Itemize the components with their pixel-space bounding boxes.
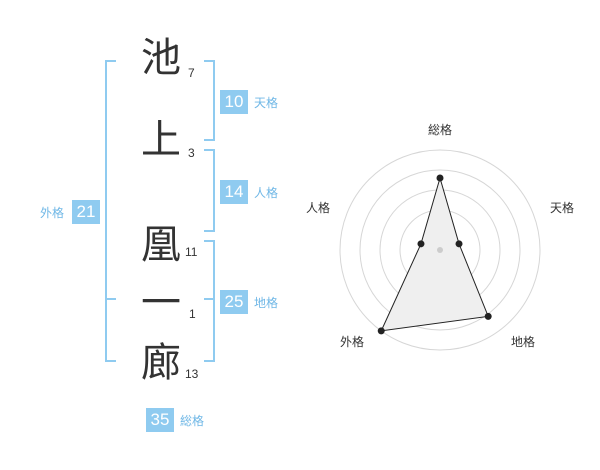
radar-label-soukaku: 総格	[428, 122, 452, 137]
radar-point-2	[455, 240, 463, 248]
chikaku-divider-right	[204, 298, 215, 300]
gaikaku-divider-left	[105, 298, 116, 300]
gaikaku-value-badge: 21	[72, 200, 100, 224]
chikaku-value-badge: 25	[220, 290, 248, 314]
chikaku-bracket	[204, 240, 215, 362]
radar-label-gaikaku: 外格	[340, 334, 364, 349]
radar-label-tenkaku: 天格	[550, 200, 574, 215]
gaikaku-label: 外格	[40, 206, 65, 220]
kanji-4: 一	[141, 280, 181, 326]
stroke-count-4: 1	[189, 307, 196, 321]
radar-center	[437, 247, 443, 253]
stroke-count-3: 11	[185, 245, 198, 259]
radar-point-4	[377, 327, 385, 335]
radar-points	[377, 174, 492, 335]
kanji-1: 池	[141, 35, 181, 81]
radar-ring-5	[339, 149, 541, 351]
stroke-count-2: 3	[188, 146, 195, 160]
kanji-3: 凰	[141, 222, 181, 268]
tenkaku-label: 天格	[254, 96, 279, 110]
jinkaku-label: 人格	[254, 186, 279, 200]
stroke-count-5: 13	[185, 367, 199, 381]
tenkaku-value-badge: 10	[220, 90, 248, 114]
radar-point-5	[417, 240, 425, 248]
gaikaku-bracket	[105, 60, 116, 362]
soukaku-value-badge: 35	[146, 408, 174, 432]
jinkaku-value-badge: 14	[220, 180, 248, 204]
stroke-count-1: 7	[188, 66, 195, 80]
radar-shape	[380, 176, 489, 332]
jinkaku-bracket	[204, 149, 215, 232]
radar-ring-4	[359, 169, 521, 331]
radar-label-jinkaku: 人格	[306, 200, 330, 215]
kanji-5: 廊	[141, 340, 181, 386]
chikaku-label: 地格	[254, 296, 279, 310]
radar-point-3	[484, 312, 492, 320]
radar-point-1	[436, 174, 444, 182]
radar-chart: 総格 天格 地格 外格 人格	[306, 122, 574, 351]
tenkaku-bracket	[204, 60, 215, 141]
radar-label-chikaku: 地格	[511, 334, 535, 349]
kanji-2: 上	[141, 117, 181, 163]
soukaku-label: 総格	[180, 414, 205, 428]
